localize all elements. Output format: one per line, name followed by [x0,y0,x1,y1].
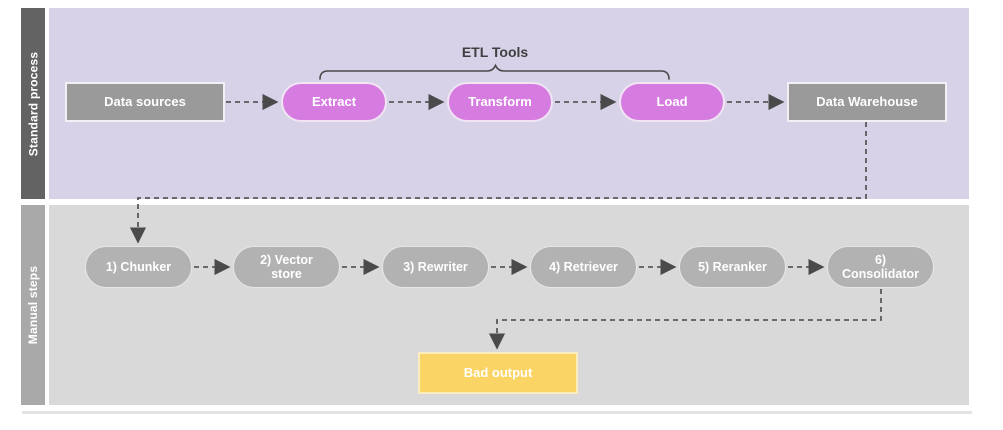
node-load: Load [619,82,725,122]
connector-warehouse-chunker [129,122,867,244]
node-transform: Transform [447,82,553,122]
node-reranker: 5) Reranker [679,246,786,288]
bottom-divider [22,411,972,414]
node-rewriter: 3) Rewriter [382,246,489,288]
connector-consolidator-badoutput [488,289,882,350]
node-bad-output: Bad output [418,352,578,394]
etl-tools-brace [319,63,670,80]
node-data-sources: Data sources [65,82,225,122]
etl-tools-label: ETL Tools [461,44,529,60]
node-vector-store: 2) Vector store [233,246,340,288]
node-consolidator: 6) Consolidator [827,246,934,288]
node-data-warehouse: Data Warehouse [787,82,947,122]
node-extract: Extract [281,82,387,122]
lane-manual-steps-bar: Manual steps [21,205,45,405]
lane-standard-process-bar: Standard process [21,8,45,199]
node-retriever: 4) Retriever [530,246,637,288]
node-chunker: 1) Chunker [85,246,192,288]
